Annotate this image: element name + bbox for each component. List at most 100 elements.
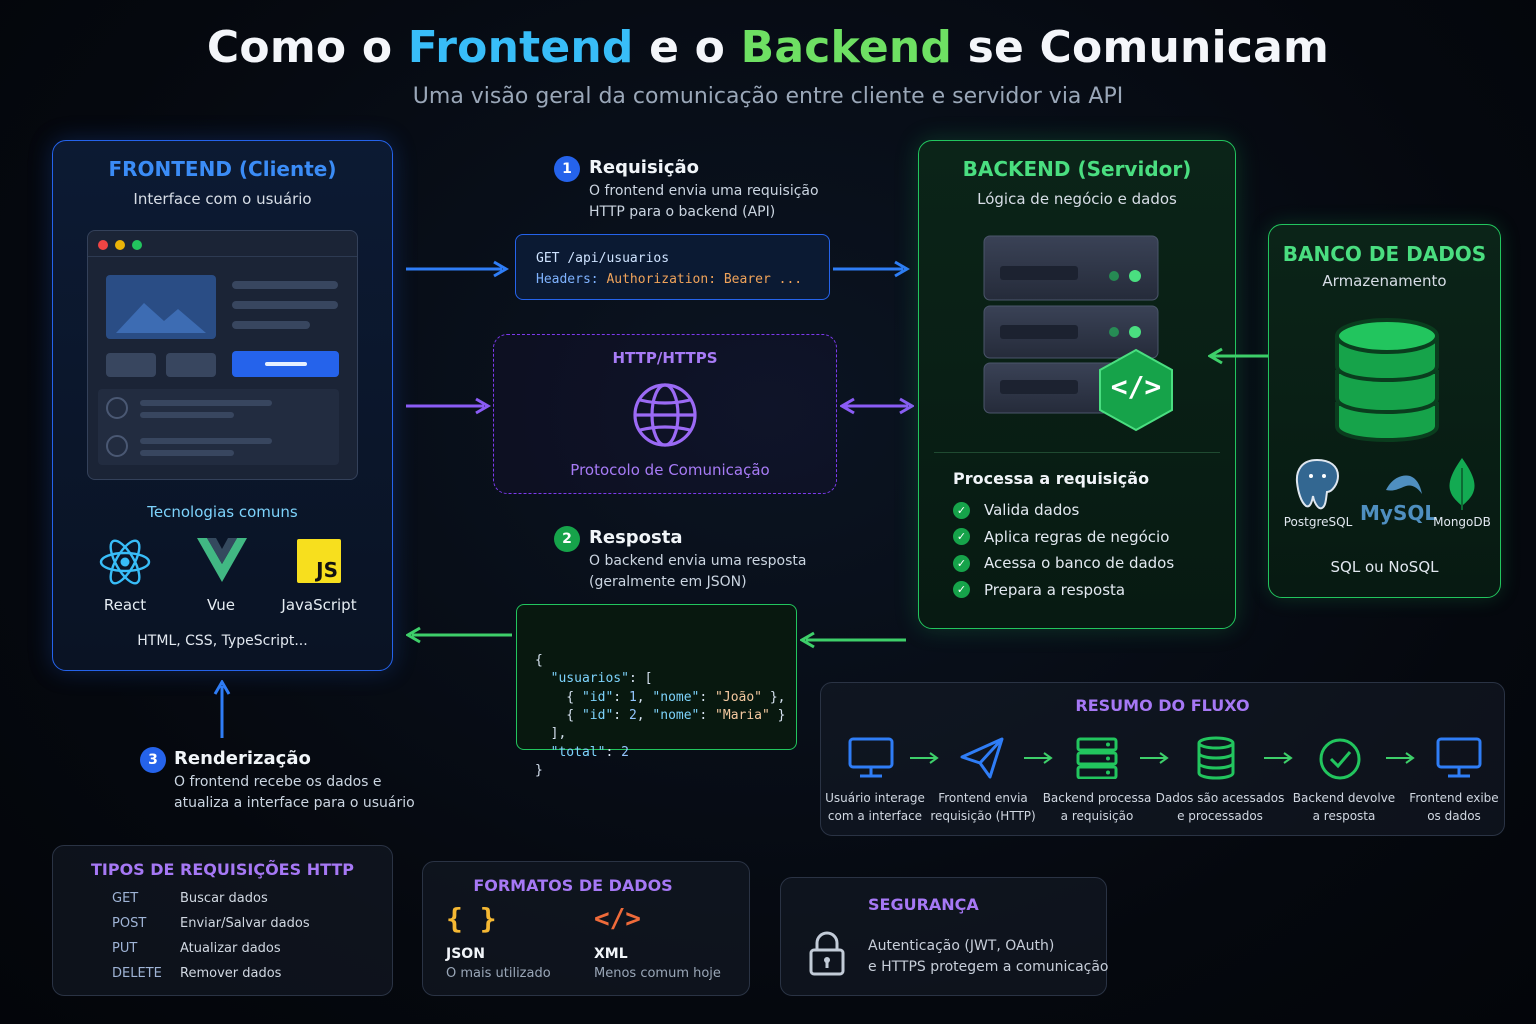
flow-arrow bbox=[1140, 752, 1169, 764]
protocol-title: HTTP/HTTPS bbox=[612, 349, 718, 367]
tech-label-react: React bbox=[103, 596, 147, 614]
title-frontend-word: Frontend bbox=[407, 22, 634, 73]
cta-button-illustration bbox=[232, 351, 339, 377]
flow-arrow bbox=[910, 752, 939, 764]
database-caption: SQL ou NoSQL bbox=[1330, 558, 1439, 576]
check-circle-icon bbox=[1318, 737, 1362, 785]
http-method-desc: Enviar/Salvar dados bbox=[180, 916, 310, 931]
http-method: POST bbox=[112, 916, 147, 931]
backend-check-list: ✓Valida dados ✓Aplica regras de negócio … bbox=[953, 497, 1174, 603]
database-subtitle: Armazenamento bbox=[1322, 272, 1447, 290]
step-number-3: 3 bbox=[140, 747, 166, 773]
flow-arrow bbox=[1264, 752, 1293, 764]
data-formats-title: FORMATOS DE DADOS bbox=[473, 876, 673, 895]
react-icon bbox=[99, 536, 151, 592]
request-arrow-right bbox=[833, 260, 910, 278]
http-method: GET bbox=[112, 891, 139, 906]
backend-title: BACKEND (Servidor) bbox=[962, 157, 1192, 181]
javascript-icon: JS bbox=[297, 539, 341, 583]
page-subtitle: Uma visão geral da comunicação entre cli… bbox=[412, 84, 1124, 109]
http-method-desc: Buscar dados bbox=[180, 891, 268, 906]
step-title-response: Resposta bbox=[589, 527, 683, 548]
xml-tag-icon: </> bbox=[594, 904, 641, 934]
http-method-desc: Atualizar dados bbox=[180, 941, 281, 956]
monitor-icon bbox=[1436, 737, 1482, 783]
response-arrow-left bbox=[406, 626, 512, 644]
page-title: Como o Frontend e o Backend se Comunicam bbox=[206, 22, 1330, 73]
step-number-1: 1 bbox=[554, 156, 580, 182]
check-icon: ✓ bbox=[953, 528, 970, 546]
format-desc-json: O mais utilizado bbox=[446, 966, 551, 981]
json-code-line: { "id": 1, "nome": "João" }, bbox=[535, 689, 786, 705]
engine-label-mysql: MySQL bbox=[1360, 501, 1438, 525]
json-code-line: "total": 2 bbox=[550, 744, 629, 760]
format-name-json: JSON bbox=[446, 946, 485, 962]
data-formats-panel bbox=[422, 861, 750, 996]
server-icon bbox=[982, 234, 1182, 438]
database-icon bbox=[1196, 736, 1236, 784]
http-method-desc: Remover dados bbox=[180, 966, 282, 981]
protocol-caption: Protocolo de Comunicação bbox=[570, 461, 770, 479]
monitor-icon bbox=[848, 737, 894, 783]
paper-plane-icon bbox=[960, 737, 1004, 783]
frontend-subtitle: Interface com o usuário bbox=[133, 190, 312, 208]
database-title: BANCO DE DADOS bbox=[1282, 242, 1487, 266]
format-desc-xml: Menos comum hoje bbox=[594, 966, 721, 981]
check-icon: ✓ bbox=[953, 501, 970, 519]
format-name-xml: XML bbox=[594, 946, 628, 962]
vue-icon bbox=[197, 538, 247, 588]
backend-subtitle: Lógica de negócio e dados bbox=[977, 190, 1177, 208]
http-types-panel bbox=[52, 845, 393, 996]
lock-icon bbox=[808, 930, 846, 980]
protocol-arrow-left bbox=[406, 397, 491, 415]
step-number-2: 2 bbox=[554, 526, 580, 552]
flow-arrow bbox=[1024, 752, 1053, 764]
engine-label-postgresql: PostgreSQL bbox=[1283, 515, 1353, 529]
server-icon bbox=[1076, 737, 1118, 783]
check-item: ✓Prepara a resposta bbox=[953, 577, 1174, 604]
engine-label-mongodb: MongoDB bbox=[1433, 515, 1491, 529]
check-icon: ✓ bbox=[953, 554, 970, 572]
protocol-arrow-both bbox=[840, 397, 914, 415]
check-icon: ✓ bbox=[953, 581, 970, 599]
security-title: SEGURANÇA bbox=[868, 895, 979, 914]
request-arrow-left bbox=[406, 260, 509, 278]
request-code-box: GET /api/usuarios Headers: Authorization… bbox=[515, 234, 830, 300]
json-code-line: } bbox=[535, 763, 543, 779]
tech-heading: Tecnologias comuns bbox=[147, 503, 298, 521]
mysql-dolphin-icon bbox=[1384, 470, 1424, 504]
json-code-line: { "id": 2, "nome": "Maria" } bbox=[535, 708, 786, 724]
check-item: ✓Acessa o banco de dados bbox=[953, 550, 1174, 577]
tech-label-javascript: JavaScript bbox=[281, 596, 357, 614]
json-code-line: { bbox=[535, 652, 543, 668]
tech-label-vue: Vue bbox=[207, 596, 235, 614]
check-item: ✓Valida dados bbox=[953, 497, 1174, 524]
step-desc-response: O backend envia uma resposta (geralmente… bbox=[589, 553, 807, 590]
render-arrow-up bbox=[213, 680, 231, 738]
step-desc-render: O frontend recebe os dados e atualiza a … bbox=[174, 774, 415, 811]
step-title-render: Renderização bbox=[174, 748, 311, 769]
postgresql-icon bbox=[1292, 458, 1342, 516]
http-types-title: TIPOS DE REQUISIÇÕES HTTP bbox=[90, 860, 355, 879]
check-item: ✓Aplica regras de negócio bbox=[953, 524, 1174, 551]
image-placeholder-icon bbox=[106, 275, 216, 339]
response-json-box: { "usuarios": [ { "id": 1, "nome": "João… bbox=[516, 604, 797, 778]
flow-title: RESUMO DO FLUXO bbox=[1075, 696, 1250, 715]
browser-window-illustration bbox=[87, 230, 358, 480]
http-method: DELETE bbox=[112, 966, 162, 981]
json-code-line: "usuarios": [ bbox=[550, 671, 653, 687]
http-method: PUT bbox=[112, 941, 138, 956]
backend-process-heading: Processa a requisição bbox=[953, 469, 1150, 488]
security-text: Autenticação (JWT, OAuth) e HTTPS proteg… bbox=[868, 938, 1109, 975]
globe-icon bbox=[632, 382, 698, 452]
frontend-title: FRONTEND (Cliente) bbox=[108, 157, 337, 181]
json-braces-icon: { } bbox=[446, 902, 497, 935]
step-desc-request: O frontend envia uma requisição HTTP par… bbox=[589, 183, 819, 220]
code-badge-icon: </> bbox=[1110, 370, 1162, 403]
